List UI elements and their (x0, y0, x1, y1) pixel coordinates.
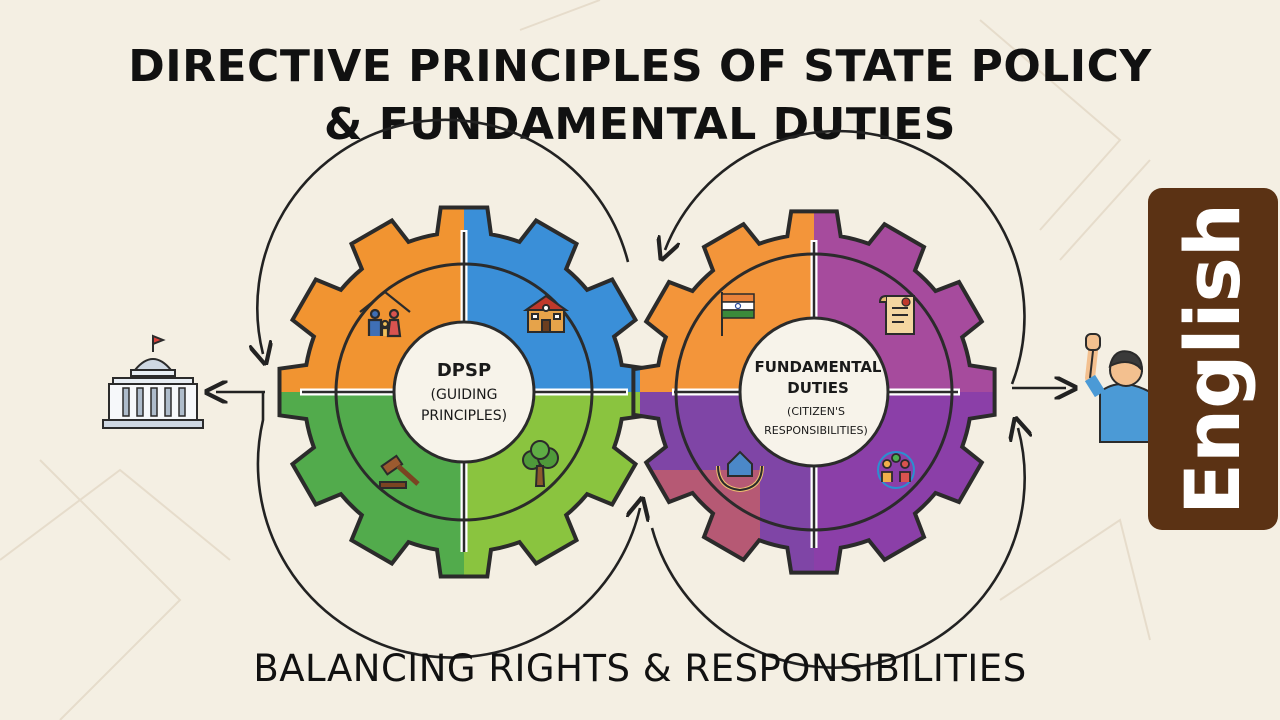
school-building-icon (522, 294, 570, 333)
fundamental-duties-gear: FUNDAMENTAL DUTIES (CITIZEN'S RESPONSIBI… (631, 209, 997, 575)
duties-sub-line-2: RESPONSIBILITIES) (764, 424, 868, 437)
duties-label-line-1: FUNDAMENTAL (754, 358, 881, 376)
duties-label-line-2: DUTIES (787, 379, 849, 397)
gavel-icon (379, 454, 420, 489)
page-title-line-1: DIRECTIVE PRINCIPLES OF STATE POLICY (128, 41, 1152, 92)
community-circle-icon (877, 451, 915, 489)
government-building-icon (102, 334, 204, 429)
india-flag-icon (721, 292, 755, 336)
language-tab[interactable]: English (1148, 188, 1278, 530)
duties-gear-outline (631, 209, 997, 575)
family-home-icon (359, 290, 411, 338)
right-orbit-arrow-bottom (650, 428, 1025, 669)
page-title-line-2: & FUNDAMENTAL DUTIES (324, 99, 956, 150)
dpsp-gear: DPSP (GUIDING PRINCIPLES) (277, 205, 651, 579)
duties-hub (738, 316, 890, 468)
duties-sub-line-1: (CITIZEN'S (787, 405, 845, 418)
left-orbit-arrow-top (257, 118, 630, 354)
hands-home-icon (716, 450, 764, 493)
left-orbit-arrow-bottom (256, 392, 640, 659)
tree-icon (522, 440, 559, 487)
dpsp-hub (392, 320, 536, 464)
language-tab-label: English (1168, 203, 1257, 515)
citizen-raised-hand-icon (1084, 333, 1151, 443)
dpsp-label: DPSP (437, 360, 491, 381)
tagline: BALANCING RIGHTS & RESPONSIBILITIES (253, 647, 1027, 690)
right-orbit-arrow-top (665, 129, 1026, 385)
constitution-scroll-icon (878, 295, 915, 335)
dpsp-sub-line-2: PRINCIPLES) (421, 408, 507, 424)
dpsp-sub-line-1: (GUIDING (431, 387, 498, 403)
dpsp-gear-outline (277, 205, 651, 579)
